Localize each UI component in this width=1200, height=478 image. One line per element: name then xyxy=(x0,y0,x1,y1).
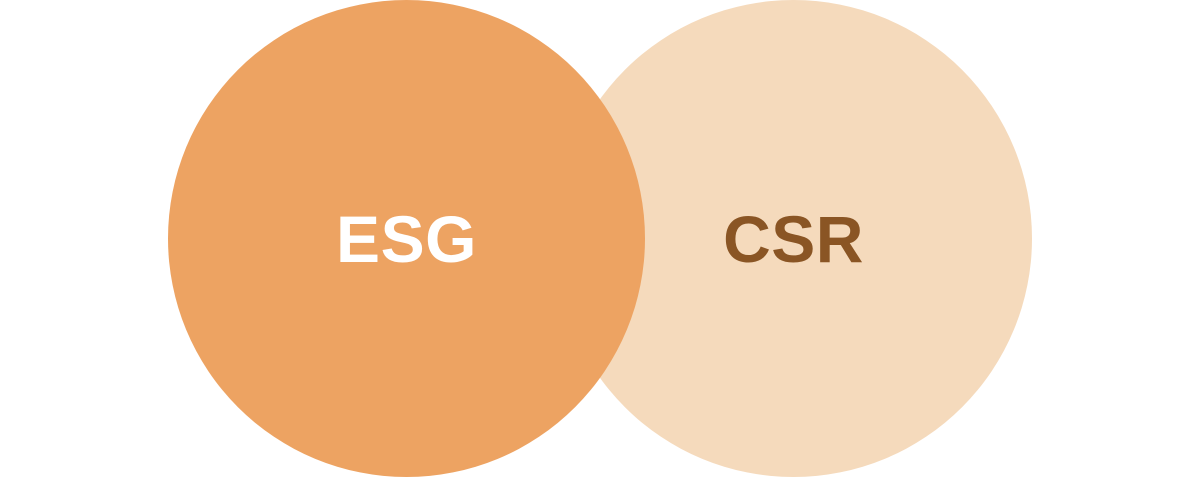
venn-circle-esg: ESG xyxy=(168,0,645,477)
venn-circle-csr-label: CSR xyxy=(723,201,864,276)
venn-circle-esg-label: ESG xyxy=(336,201,477,276)
